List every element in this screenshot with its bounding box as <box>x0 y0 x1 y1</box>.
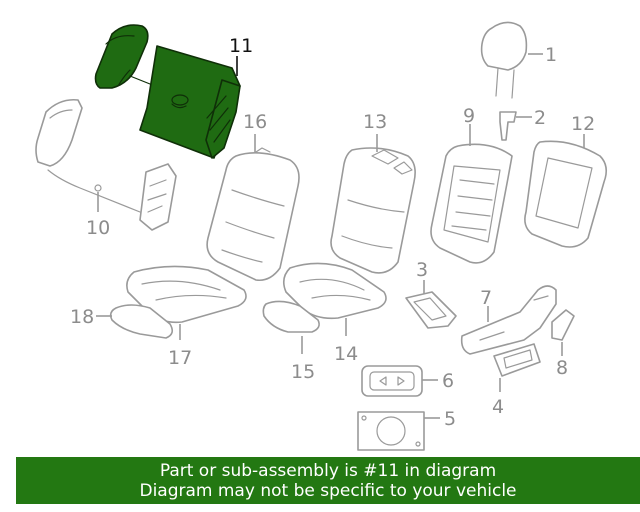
callout-1[interactable]: 1 <box>545 44 557 66</box>
highlight-banner: Part or sub-assembly is #11 in diagram D… <box>16 457 640 504</box>
part-3-trim-cover[interactable] <box>405 291 457 329</box>
callout-10[interactable]: 10 <box>86 217 110 239</box>
callout-17[interactable]: 17 <box>168 347 192 369</box>
part-11-side-panel[interactable] <box>94 24 149 89</box>
part-2-headrest-guide[interactable] <box>499 111 517 141</box>
part-16-backrest-cover[interactable] <box>206 147 300 282</box>
callout-18[interactable]: 18 <box>70 306 94 328</box>
part-5-mounting-plate[interactable] <box>357 411 425 451</box>
callout-2[interactable]: 2 <box>534 107 546 129</box>
part-11-back-panel[interactable] <box>129 45 241 159</box>
callout-16[interactable]: 16 <box>243 111 267 133</box>
part-17-cushion-cover[interactable] <box>126 265 247 324</box>
callout-12[interactable]: 12 <box>571 113 595 135</box>
callout-9[interactable]: 9 <box>463 105 475 127</box>
part-14-cushion-foam[interactable] <box>282 262 387 320</box>
callout-6[interactable]: 6 <box>442 370 454 392</box>
part-8-trim-piece[interactable] <box>551 309 575 341</box>
callout-3[interactable]: 3 <box>416 259 428 281</box>
banner-line-1: Part or sub-assembly is #11 in diagram <box>159 460 497 481</box>
part-9-backrest-frame[interactable] <box>430 143 513 264</box>
part-10-side-module[interactable] <box>35 98 177 231</box>
callout-13[interactable]: 13 <box>363 111 387 133</box>
part-4-seat-switch[interactable] <box>493 343 541 377</box>
callout-4[interactable]: 4 <box>492 396 504 418</box>
part-1-headrest[interactable] <box>480 21 528 99</box>
callout-7[interactable]: 7 <box>480 287 492 309</box>
callout-15[interactable]: 15 <box>291 361 315 383</box>
part-12-rear-panel[interactable] <box>524 140 608 248</box>
banner-line-2: Diagram may not be specific to your vehi… <box>139 480 517 501</box>
part-6-switch-bezel[interactable] <box>361 365 423 397</box>
callout-5[interactable]: 5 <box>444 408 456 430</box>
seat-exploded-diagram: 11 10 16 13 9 12 <box>35 21 608 451</box>
part-13-backrest-foam[interactable] <box>330 147 416 274</box>
part-7-side-trim[interactable] <box>460 285 557 355</box>
callout-8[interactable]: 8 <box>556 357 568 379</box>
callout-11[interactable]: 11 <box>229 35 253 57</box>
callout-14[interactable]: 14 <box>334 343 358 365</box>
part-15-cushion-insert[interactable] <box>262 300 320 333</box>
